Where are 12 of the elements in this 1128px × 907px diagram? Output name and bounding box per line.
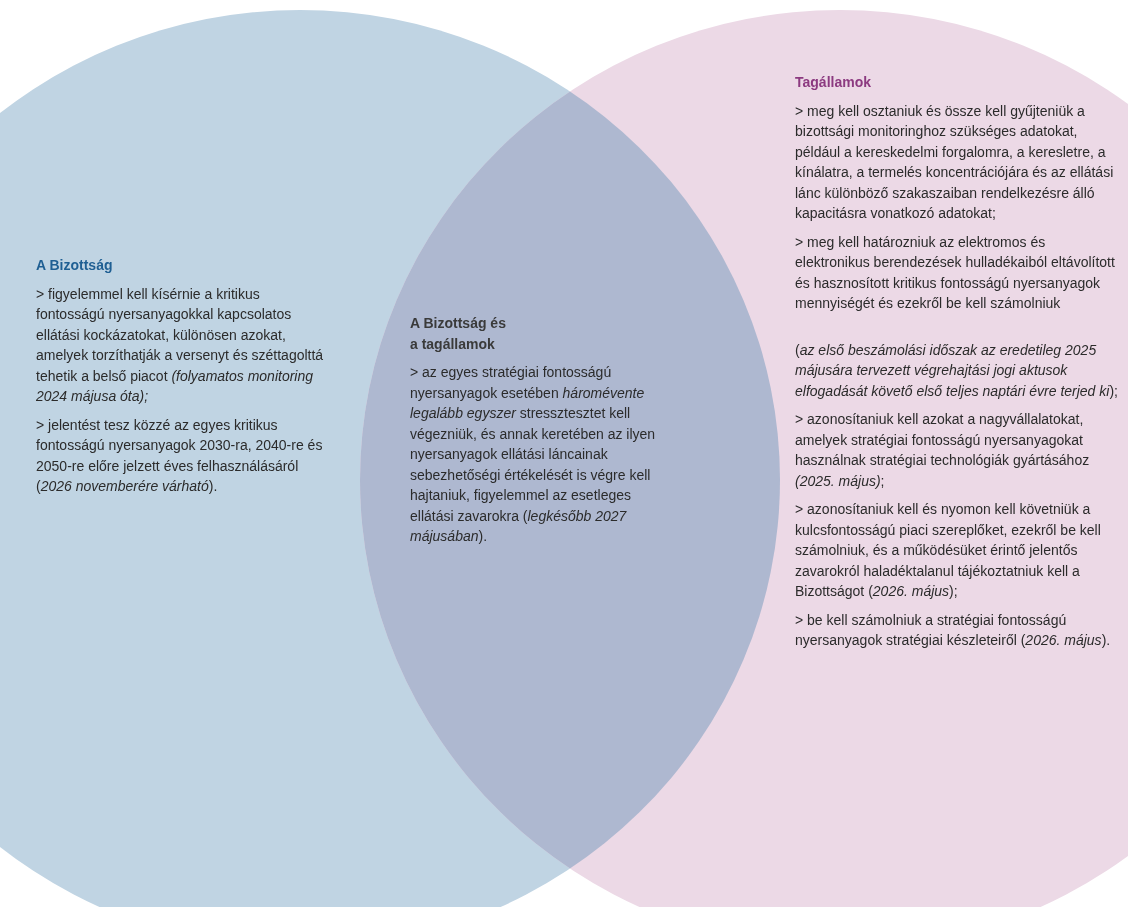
bullet-text: > az egyes stratégiai fontosságú nyersanyagok esetében háromévente legalább egyszer stressztesztet kell végezniük, és annak keretében az ilyen nyersanyagok ellátási láncainak sebezhetőségi értékelését is végre kell hajtaniuk, figyelemmel az esetleges ellátási zavarokra (legkésőbb 2027 májusában). (410, 363, 657, 546)
bullet-text: > azonosítaniuk kell azokat a nagyvállalatokat, amelyek stratégiai fontosságú nyersanyagokat használnak stratégiai technológiák gyártásához (2025. május); (795, 410, 1091, 491)
section-heading: A Bizottság (36, 256, 114, 275)
bullet-text: (az első beszámolási időszak az eredetileg 2025 májusára tervezett végrehajtási jogi aktusok elfogadását követő első teljes naptári évre terjed ki); (795, 340, 1119, 401)
bullet-text: > jelentést tesz közzé az egyes kritikus fontosságú nyersanyagok 2030-ra, 2040-re és 2050-re előre jelzett éves felhasználásáról (2026 novemberére várható). (36, 415, 324, 496)
bullet-text: > azonosítaniuk kell és nyomon kell követniük a kulcsfontosságú piaci szereplőket, ezekről be kell számolniuk, és a működésüket érintő jelentős zavarokról haladéktalanul tájékoztatniuk kell a Bizottságot (2026. május); (795, 500, 1102, 601)
bullet-text: > meg kell osztaniuk és össze kell gyűjteniük a bizottsági monitoringhoz szükséges adatokat, például a kereskedelmi forgalomra, a keresletre, a kínálatra, a termelés koncentrációjára és az ellátási lánc különböző szakaszaiban rendelkezésre álló kapacitásra vonatkozó adatokat; (795, 101, 1115, 223)
section-heading: Tagállamok (795, 73, 872, 92)
section-heading: A Bizottság és a tagállamok (410, 314, 507, 354)
bullet-text: > be kell számolniuk a stratégiai fontosságú nyersanyagok stratégiai készleteiről (2026. május). (795, 610, 1112, 650)
bullet-text: > figyelemmel kell kísérnie a kritikus fontosságú nyersanyagokkal kapcsolatos ellátási kockázatokat, különösen azokat, amelyek torzíthatják a versenyt és széttagolttá tehetik a belső piacot (folyamatos monitoring 2024 májusa óta); (36, 284, 325, 406)
bullet-text: > meg kell határozniuk az elektromos és elektronikus berendezések hulladékaiból eltávolított és hasznosított kritikus fontosságú nyersanyagok mennyiségét és ezekről be kell számolniuk (795, 232, 1116, 313)
